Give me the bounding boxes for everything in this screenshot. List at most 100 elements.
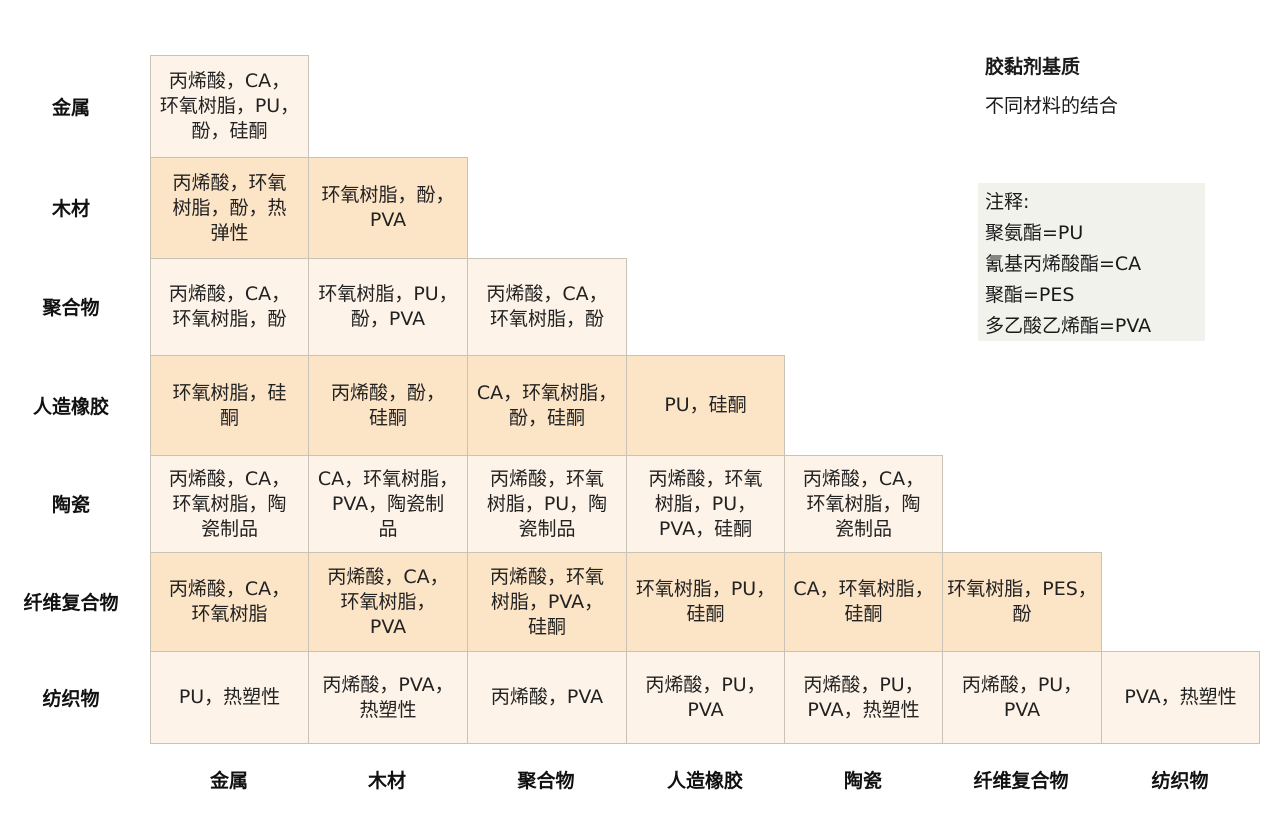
matrix-cell-line: 丙烯酸，CA， — [168, 283, 291, 305]
matrix-cell-line: 瓷制品 — [518, 517, 576, 540]
matrix-cell-line: 品 — [378, 517, 398, 540]
matrix-cell-line: 丙烯酸，CA， — [168, 467, 291, 490]
matrix-cell-line: 弹性 — [210, 221, 249, 244]
matrix-cell-line: 环氧树脂， — [340, 590, 436, 613]
column-label: 纤维复合物 — [973, 769, 1069, 792]
matrix-cell-line: 热塑性 — [359, 698, 417, 721]
matrix-cell: 丙烯酸，PU，PVA — [942, 651, 1102, 744]
matrix-cell-text: 丙烯酸，PVA，热塑性 — [322, 673, 453, 723]
matrix-cell-line: 丙烯酸，CA， — [486, 283, 608, 305]
matrix-cell: CA，环氧树脂，硅酮 — [784, 552, 943, 652]
matrix-cell-text: 丙烯酸，CA，环氧树脂，PVA — [327, 565, 448, 640]
matrix-cell-text: 丙烯酸，环氧树脂，PVA，硅酮 — [490, 565, 604, 640]
legend-title: 胶黏剂基质 — [985, 56, 1081, 78]
matrix-cell: 丙烯酸，酚，硅酮 — [308, 355, 468, 456]
matrix-cell-line: 丙烯酸，CA， — [327, 565, 449, 588]
matrix-cell-line: 树脂，PU， — [654, 492, 757, 515]
matrix-cell-text: 环氧树脂，酚，PVA — [321, 183, 454, 233]
matrix-cell-line: PVA，硅酮 — [658, 517, 753, 540]
matrix-cell-line: PU，热塑性 — [178, 686, 281, 708]
matrix-cell-line: 酚，PVA — [350, 308, 426, 330]
matrix-cell-line: PVA — [369, 209, 407, 231]
matrix-cell: 丙烯酸，PVA — [467, 651, 627, 744]
row-label: 纤维复合物 — [23, 592, 119, 614]
row-label: 金属 — [51, 96, 90, 119]
matrix-cell-line: 丙烯酸，环氧 — [489, 565, 604, 588]
matrix-cell-line: 环氧树脂，PU， — [159, 95, 300, 117]
row-label: 纺织物 — [42, 687, 100, 710]
matrix-cell-line: 环氧树脂，PES， — [947, 578, 1097, 600]
matrix-cell-line: 丙烯酸，环氧 — [648, 467, 763, 490]
matrix-cell: 环氧树脂，PU， 酚，PVA — [308, 258, 468, 356]
matrix-cell-line: 丙烯酸，酚， — [330, 381, 445, 404]
matrix-cell: 丙烯酸，CA， 环氧树脂 — [150, 552, 309, 652]
matrix-cell: 环氧树脂，PES， 酚 — [942, 552, 1102, 652]
matrix-cell-line: 丙烯酸，PU， — [961, 673, 1083, 696]
matrix-cell: 环氧树脂，PU，硅酮 — [626, 552, 785, 652]
row-label: 人造橡胶 — [32, 395, 109, 418]
row-label: 陶瓷 — [51, 494, 90, 516]
matrix-cell-line: 酚 — [1012, 603, 1032, 625]
matrix-cell-text: 丙烯酸，CA， 环氧树脂，酚 — [169, 282, 290, 332]
matrix-cell: 丙烯酸，环氧树脂，PU，PVA，硅酮 — [626, 455, 785, 553]
matrix-cell-line: 丙烯酸，PVA — [490, 686, 604, 708]
matrix-cell-line: 酚，硅酮 — [191, 120, 268, 142]
matrix-cell-line: PU，硅酮 — [664, 394, 747, 416]
matrix-cell-line: 硅酮 — [368, 406, 407, 429]
matrix-cell-line: PVA，热塑性 — [1124, 686, 1237, 708]
matrix-cell: 丙烯酸，CA， 环氧树脂，酚 — [467, 258, 627, 356]
matrix-cell-text: 环氧树脂，PU， 酚，PVA — [318, 282, 457, 332]
matrix-cell: 丙烯酸，环氧树脂，PVA，硅酮 — [467, 552, 627, 652]
matrix-cell-line: 丙烯酸，PVA， — [322, 673, 454, 696]
matrix-cell-text: 丙烯酸，CA，环氧树脂，陶瓷制品 — [803, 467, 924, 542]
matrix-cell-line: 酚，硅酮 — [508, 406, 585, 429]
note-item: 氰基丙烯酸酯=CA — [985, 253, 1142, 275]
matrix-cell-line: 环氧树脂，酚 — [172, 308, 287, 330]
notes-box: 注释: 聚氨酯=PU 氰基丙烯酸酯=CA 聚酯=PES 多乙酸乙烯酯=PVA — [978, 183, 1205, 341]
note-item: 聚酯=PES — [985, 284, 1075, 306]
matrix-cell: 环氧树脂，硅酮 — [150, 355, 309, 456]
matrix-cell: 丙烯酸，PU，PVA，热塑性 — [784, 651, 943, 744]
matrix-cell-line: PVA — [1003, 698, 1041, 721]
matrix-cell: PVA，热塑性 — [1101, 651, 1260, 744]
row-label: 聚合物 — [42, 297, 100, 319]
note-item: 多乙酸乙烯酯=PVA — [985, 315, 1152, 337]
matrix-cell-line: 硅酮 — [527, 615, 566, 638]
matrix-cell-line: 树脂，PU，陶 — [486, 492, 608, 515]
matrix-cell: 丙烯酸，CA， 环氧树脂，酚 — [150, 258, 309, 356]
matrix-cell-line: 酮 — [219, 406, 239, 429]
matrix-cell-line: 树脂，酚，热 — [172, 196, 287, 219]
matrix-cell-text: 丙烯酸，CA， 环氧树脂，酚 — [486, 282, 607, 332]
matrix-cell-line: 树脂，PVA， — [490, 590, 604, 613]
matrix-cell-text: 环氧树脂，硅酮 — [172, 381, 286, 431]
column-label: 纺织物 — [1151, 769, 1209, 792]
matrix-cell-line: 丙烯酸，CA， — [802, 467, 925, 490]
note-item: 聚氨酯=PU — [985, 222, 1084, 244]
matrix-cell-line: PVA，陶瓷制 — [331, 492, 445, 515]
matrix-cell-text: 丙烯酸，CA，环氧树脂，PU，酚，硅酮 — [160, 69, 299, 144]
matrix-cell-line: 环氧树脂 — [191, 603, 268, 625]
matrix-cell-text: 丙烯酸，环氧树脂，PU，PVA，硅酮 — [648, 467, 762, 542]
matrix-cell: 丙烯酸，PU，PVA — [626, 651, 785, 744]
matrix-cell-text: CA，环氧树脂，PVA，陶瓷制品 — [318, 467, 458, 542]
matrix-cell-line: 环氧树脂，酚 — [489, 308, 604, 330]
matrix-cell-text: 丙烯酸，CA，环氧树脂，陶瓷制品 — [169, 467, 290, 542]
matrix-cell-text: 丙烯酸，CA， 环氧树脂 — [169, 577, 290, 627]
matrix-cell: PU，热塑性 — [150, 651, 309, 744]
matrix-cell-text: 丙烯酸，PU，PVA — [962, 673, 1082, 723]
matrix-cell-line: 环氧树脂，PU， — [318, 283, 458, 305]
matrix-cell: 丙烯酸，CA，环氧树脂，陶瓷制品 — [150, 455, 309, 553]
matrix-cell-text: PVA，热塑性 — [1124, 685, 1236, 710]
matrix-cell-text: CA，环氧树脂，酚，硅酮 — [477, 381, 617, 431]
matrix-cell-text: PU，热塑性 — [179, 685, 280, 710]
matrix-cell-text: 丙烯酸，环氧树脂，PU，陶瓷制品 — [487, 467, 607, 542]
matrix-cell-line: 丙烯酸，环氧 — [172, 171, 287, 194]
matrix-cell: 丙烯酸，CA，环氧树脂，PU，酚，硅酮 — [150, 55, 309, 158]
matrix-cell: CA，环氧树脂，PVA，陶瓷制品 — [308, 455, 468, 553]
column-label: 陶瓷 — [843, 769, 882, 792]
column-label: 金属 — [209, 769, 248, 792]
matrix-cell-line: 瓷制品 — [200, 517, 258, 540]
matrix-cell-line: 丙烯酸，CA， — [168, 578, 291, 600]
matrix-cell-line: PVA — [687, 698, 724, 721]
